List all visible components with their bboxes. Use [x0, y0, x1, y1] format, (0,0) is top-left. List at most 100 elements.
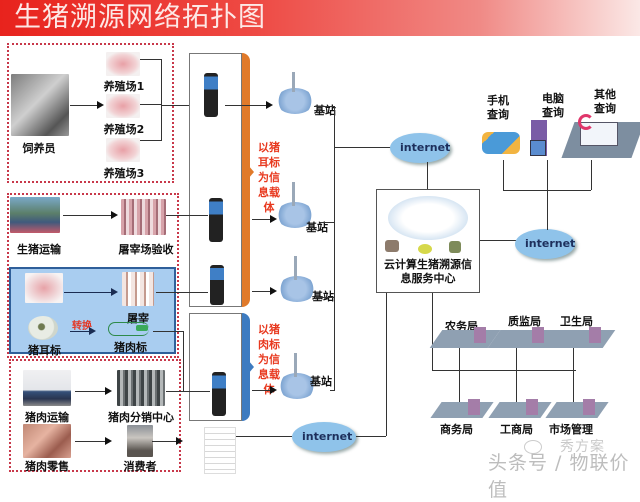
computer-query-label: 电脑查询	[542, 92, 564, 119]
user-icon	[418, 244, 432, 254]
server-icon	[526, 399, 538, 415]
connector	[503, 190, 591, 191]
connector	[183, 331, 184, 391]
handheld-reader-icon	[210, 265, 224, 305]
arrow-icon	[105, 387, 112, 395]
connector	[70, 105, 98, 106]
handheld-reader-icon	[212, 372, 226, 416]
internet-cloud-top	[390, 133, 450, 163]
connector	[70, 331, 90, 332]
connector	[161, 59, 162, 141]
connector	[153, 331, 183, 332]
arrow-icon	[89, 327, 96, 335]
connector	[252, 219, 270, 220]
base-station-icon	[278, 373, 316, 399]
refresh-arrow-icon	[578, 114, 594, 130]
pig-photo	[25, 273, 63, 303]
meat-retail-label: 猪肉零售	[25, 460, 69, 473]
base-station-label: 基站	[314, 104, 336, 117]
connector	[573, 345, 574, 415]
farming-group	[7, 43, 174, 183]
department-label: 工商局	[500, 423, 533, 436]
department-network-icon	[545, 402, 609, 418]
ear-tag-brace-tip	[248, 165, 254, 179]
ear-tag-icon	[28, 316, 58, 340]
receipt-document-icon	[204, 427, 236, 474]
department-network-icon	[544, 330, 616, 348]
connector	[316, 297, 334, 298]
consumer-label: 消费者	[123, 460, 157, 473]
farm-1-photo	[106, 52, 140, 76]
pig-transport-photo	[10, 197, 60, 233]
antenna-icon	[294, 256, 297, 280]
connector	[427, 162, 428, 189]
connector	[156, 292, 208, 293]
arrow-icon	[270, 287, 277, 295]
base-station-label: 基站	[312, 290, 334, 303]
connector	[314, 106, 334, 107]
arrow-icon	[105, 437, 112, 445]
internet-label: internet	[302, 430, 353, 443]
server-icon	[589, 327, 601, 343]
mobile-query-label: 手机查询	[487, 94, 509, 121]
department-network-icon	[488, 402, 552, 418]
user-icon	[449, 241, 461, 253]
acceptance-label: 屠宰场验收	[118, 243, 174, 256]
connector	[161, 105, 195, 106]
meat-tag-brace	[242, 313, 250, 421]
cloud-service-center-label: 云计算生猪溯源信息服务中心	[384, 258, 472, 285]
connector	[252, 291, 270, 292]
antenna-icon	[294, 353, 297, 377]
transfer-label: 转换	[72, 321, 92, 332]
other-query-label: 其他查询	[594, 88, 616, 115]
arrow-icon	[111, 288, 118, 296]
ear-tag-brace	[242, 53, 250, 307]
slaughter-group	[7, 193, 179, 358]
page-title: 生猪溯源网络拓扑图	[14, 2, 266, 33]
connector	[591, 160, 592, 190]
base-station-icon	[278, 276, 316, 302]
connector	[140, 59, 162, 60]
connector	[63, 215, 113, 216]
feeder-label: 饲养员	[22, 142, 56, 155]
connector	[432, 370, 576, 371]
connector	[166, 215, 208, 216]
handheld-reader-icon	[209, 198, 223, 242]
distribution-center-photo	[117, 370, 165, 406]
connector	[225, 105, 267, 106]
user-icon	[385, 240, 399, 252]
farm-1-label: 养殖场1	[103, 80, 145, 93]
watermark-brand: 秀方案	[560, 439, 605, 455]
base-station-label: 基站	[310, 375, 332, 388]
feeder-photo	[11, 74, 69, 136]
connector	[330, 390, 334, 391]
title-bar	[0, 0, 640, 36]
connector	[64, 292, 112, 293]
connector	[356, 436, 386, 437]
connector	[547, 190, 548, 230]
slaughter-label: 屠宰	[127, 312, 149, 325]
farm-3-label: 养殖场3	[103, 167, 145, 180]
distribution-center-label: 猪肉分销中心	[108, 411, 174, 424]
internet-cloud-right	[515, 229, 575, 259]
server-icon	[583, 399, 595, 415]
connector	[386, 293, 387, 436]
meat-tag-clip	[136, 325, 148, 331]
watermark-source: 头条号 / 物联价值	[488, 452, 630, 501]
consumer-photo	[127, 425, 153, 457]
connector	[140, 104, 162, 105]
department-label: 商务局	[440, 423, 473, 436]
connector	[140, 140, 162, 141]
ear-tag-reader-panel	[189, 53, 242, 307]
connector	[252, 390, 270, 391]
meat-tag-brace-tip	[248, 360, 254, 374]
meat-tag-label: 猪肉标	[114, 341, 147, 354]
slaughter-photo	[122, 272, 154, 306]
internet-label: internet	[400, 141, 451, 154]
farm-3-photo	[106, 138, 140, 162]
connector	[75, 441, 106, 442]
distribution-group	[9, 359, 181, 472]
connector	[334, 147, 392, 148]
farm-2-photo	[106, 94, 140, 118]
ear-tag-carrier-text: 以猪耳标为信息载体	[258, 141, 280, 214]
